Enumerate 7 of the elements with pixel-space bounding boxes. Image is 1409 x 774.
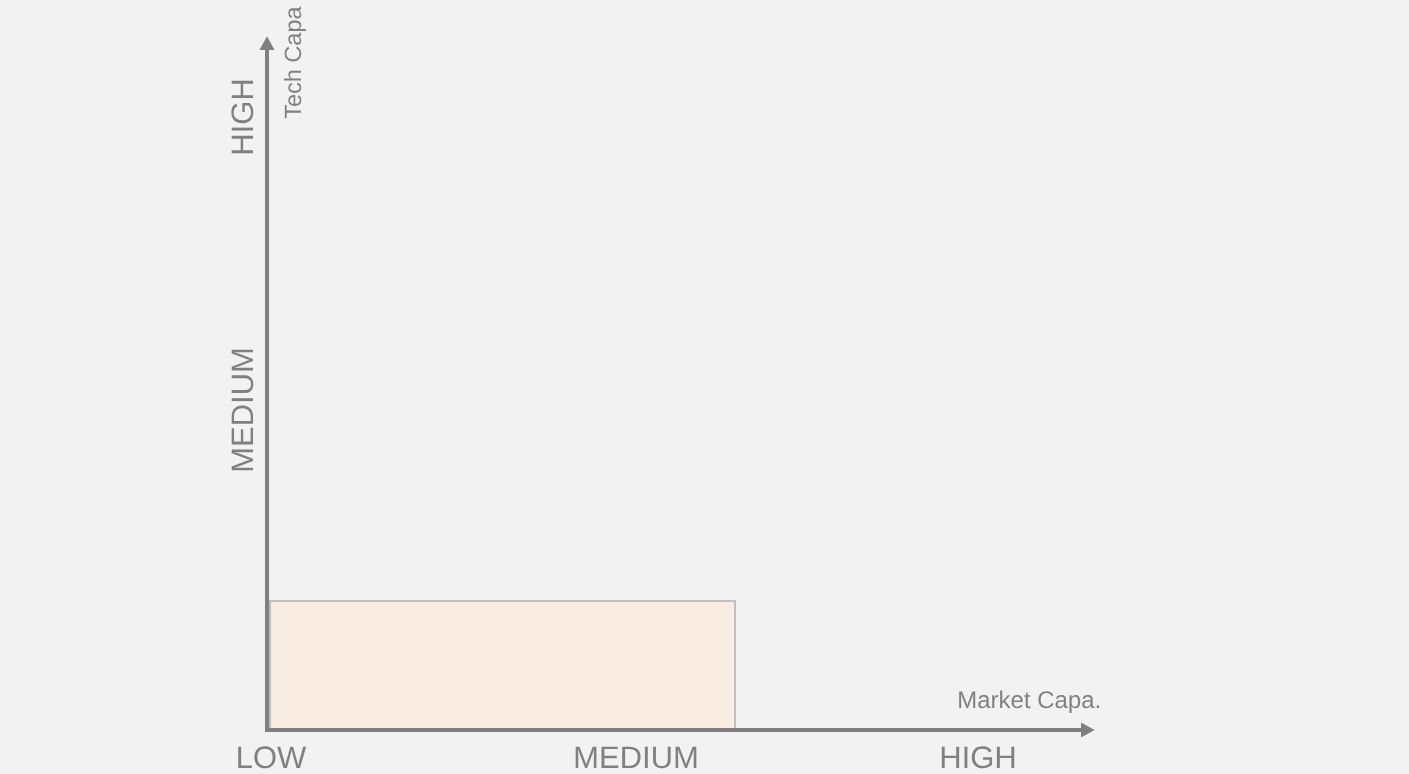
axis-title: Market Capa.	[959, 690, 1099, 713]
tick-label: MEDIUM	[231, 349, 254, 471]
tick-label: HIGH	[231, 80, 254, 154]
tick-label: LOW	[238, 746, 307, 769]
region-box	[269, 600, 736, 730]
axis-title: Tech Capa	[284, 6, 306, 119]
tick-label: HIGH	[941, 746, 1015, 769]
